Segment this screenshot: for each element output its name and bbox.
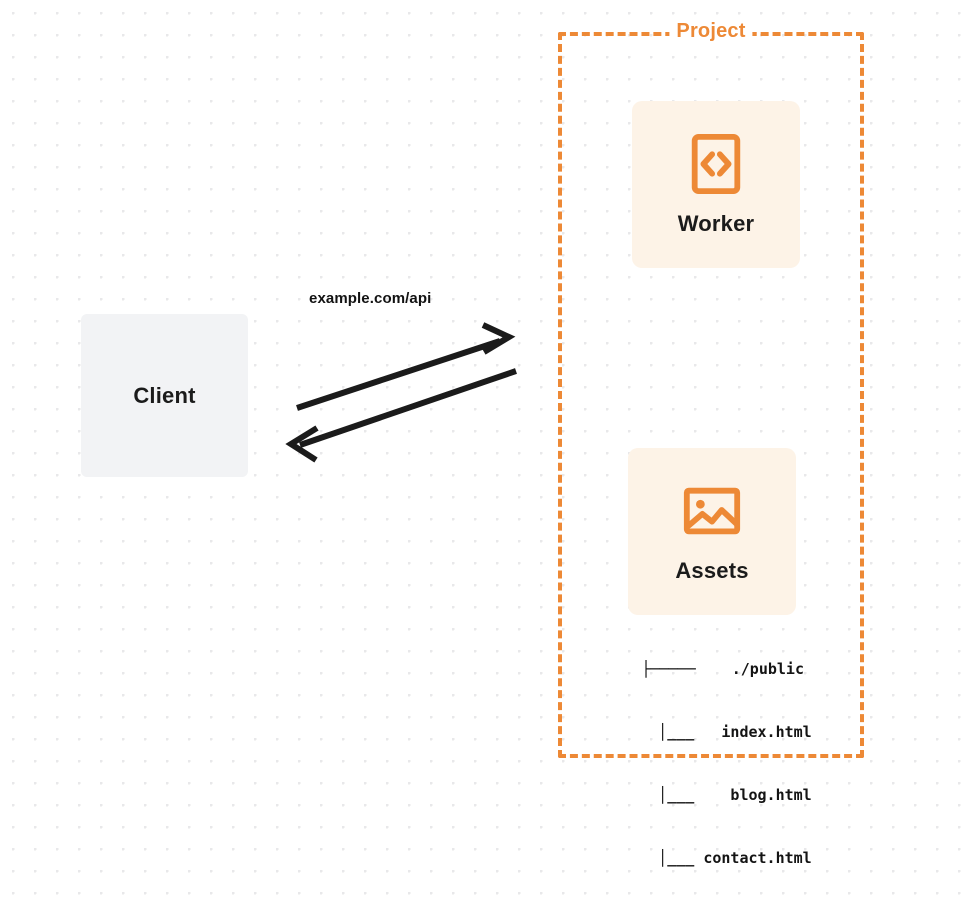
file-tree-line: │___ blog.html [604, 786, 812, 804]
assets-file-tree: ├───── ./public │___ index.html │___ blo… [604, 617, 812, 911]
node-assets[interactable]: Assets [628, 448, 796, 615]
arrow-request [296, 322, 516, 411]
node-worker-label: Worker [677, 210, 755, 236]
arrow-response [285, 368, 517, 463]
node-client[interactable]: Client [81, 314, 248, 477]
diagram-canvas: Client example.com/api Project Worker [81, 20, 864, 867]
node-client-label: Client [133, 382, 196, 408]
edge-label-api: example.com/api [309, 290, 432, 307]
file-tree-line: ├───── ./public [641, 660, 804, 678]
project-container: Project [558, 20, 864, 758]
node-assets-label: Assets [675, 557, 749, 583]
file-tree-line: │___ index.html [604, 723, 812, 741]
code-brackets-icon [691, 133, 741, 194]
node-worker[interactable]: Worker [632, 101, 800, 268]
image-icon [683, 487, 741, 534]
file-tree-line: │___ contact.html [604, 849, 812, 867]
project-title: Project [669, 20, 753, 44]
